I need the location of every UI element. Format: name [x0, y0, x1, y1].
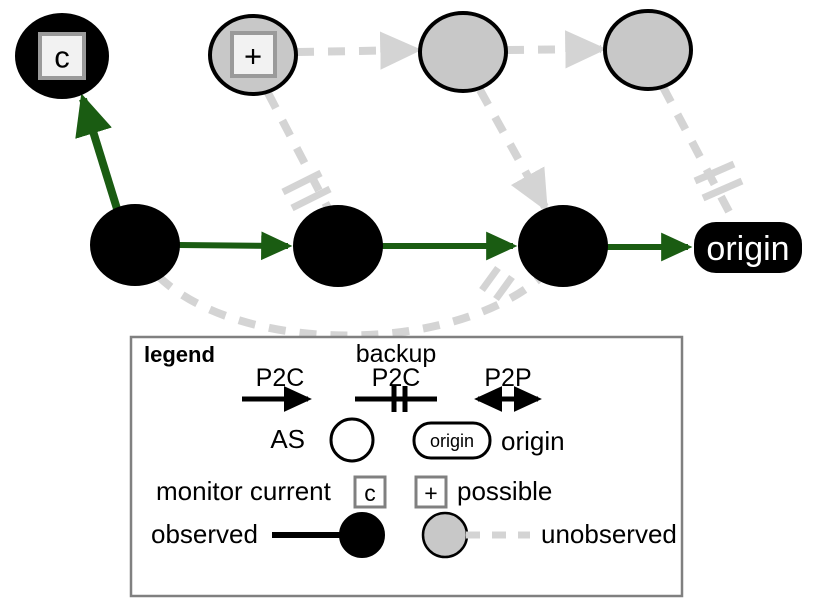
observed-node-icon: [339, 512, 385, 558]
edge-observed-1-to-observed-2: [178, 231, 293, 261]
legend-row-shapes: AS origin origin: [270, 417, 565, 463]
node-observed-as-1[interactable]: [90, 204, 180, 286]
origin-node-label: origin: [706, 230, 789, 268]
monitor-possible-marker-icon: [414, 475, 448, 509]
legend-item-p2p: P2P: [474, 364, 542, 412]
edge-unobserved-mid-to-observed-3: [476, 88, 549, 213]
monitor-current-marker: c: [54, 40, 70, 75]
legend-as-label: AS: [270, 424, 305, 454]
legend-observed-label: observed: [151, 519, 258, 549]
legend-possible-label: possible: [457, 476, 552, 506]
edge-possible-to-unobserved-mid: [296, 31, 422, 70]
monitor-possible-marker: +: [244, 39, 262, 74]
legend-item-backup-p2c: backup P2C: [355, 340, 437, 412]
legend-item-p2c: P2C: [242, 364, 312, 412]
legend-row-state: observed unobserved: [151, 511, 677, 559]
node-monitor-possible-as[interactable]: +: [208, 14, 298, 96]
origin-shape-icon: [412, 421, 492, 460]
monitor-possible-marker-icon-text: +: [424, 480, 437, 506]
edge-unobserved-right-to-origin-backup: [659, 85, 744, 225]
legend: legend P2C backup P2C: [129, 335, 684, 598]
backup-hash-marks: [281, 169, 332, 212]
backup-hash-marks: [693, 160, 744, 202]
node-unobserved-as-mid[interactable]: [418, 11, 508, 93]
monitor-current-marker-icon-text: c: [364, 480, 376, 506]
node-observed-as-2[interactable]: [293, 205, 383, 287]
legend-p2p-label: P2P: [484, 364, 531, 392]
node-unobserved-as-right[interactable]: [603, 9, 693, 91]
unobserved-node-icon: [421, 511, 469, 559]
legend-row-edge-types: P2C backup P2C P2P: [242, 340, 542, 412]
line-double-hash-icon: [355, 386, 437, 412]
legend-row-monitor: monitor current c + possible: [156, 475, 552, 509]
legend-border: [129, 335, 684, 598]
node-monitor-current-as[interactable]: c: [15, 13, 109, 99]
legend-title: legend: [144, 342, 215, 367]
legend-origin-label: origin: [501, 426, 565, 456]
node-origin-as[interactable]: origin: [694, 222, 802, 273]
edge-observed-1-to-monitor-current: [75, 93, 122, 214]
origin-shape-icon-text: origin: [430, 431, 474, 451]
legend-monitor-current-label: monitor current: [156, 476, 332, 506]
edge-unobserved-mid-to-unobserved-right: [506, 30, 607, 69]
edge-observed-1-to-observed-3-backup: [155, 265, 543, 340]
legend-unobserved-label: unobserved: [541, 519, 677, 549]
node-observed-as-3[interactable]: [518, 205, 608, 287]
as-circle-icon: [329, 417, 375, 463]
edge-possible-to-observed-2-backup: [264, 91, 332, 212]
backup-hash-marks: [479, 265, 515, 302]
legend-backup-top-label: backup: [356, 340, 437, 368]
legend-p2c-label: P2C: [256, 364, 305, 392]
monitor-current-marker-icon: [353, 475, 387, 509]
